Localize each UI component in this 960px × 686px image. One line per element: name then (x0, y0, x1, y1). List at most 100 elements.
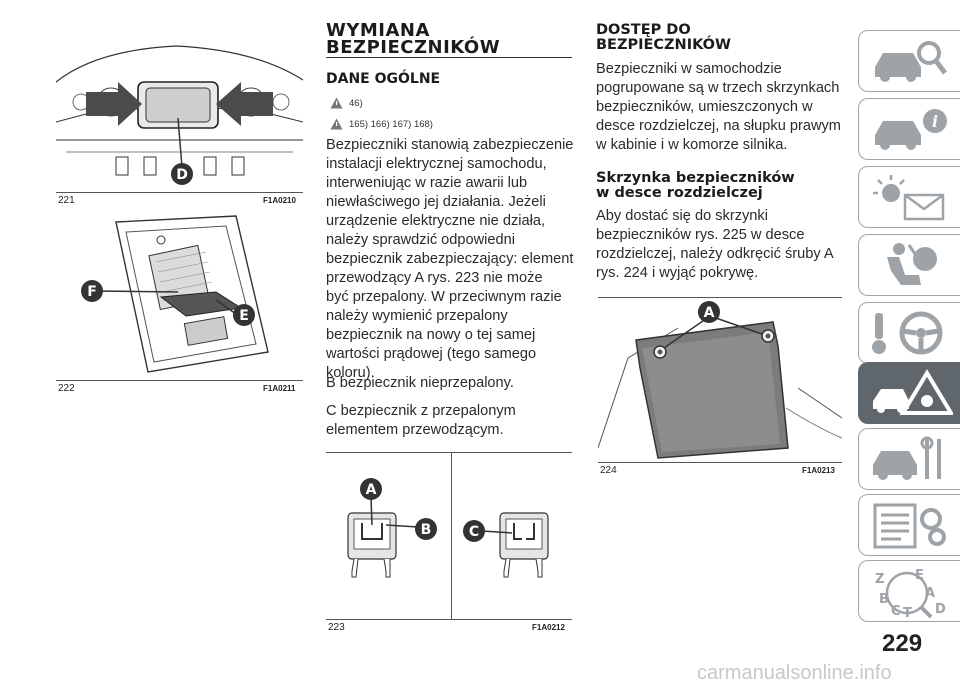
alphabetical-index-icon: Z E A B C T D (875, 568, 946, 621)
subsection-dashboard-title-line1: Skrzynka bezpieczników (596, 170, 795, 186)
tab-airbag-seat[interactable] (858, 234, 960, 296)
text-line: Aby dostać się do skrzynki (596, 208, 768, 224)
text-line: C bezpiecznik z przepalonym (326, 403, 516, 419)
callout-b: B (421, 522, 432, 538)
tab-steering-wheel[interactable] (858, 302, 960, 364)
figure-222-rule (56, 380, 303, 381)
text-line: bezpieczników, umieszczonych w (596, 99, 813, 115)
paragraph-fuse-b: B bezpiecznik nieprzepalony. (326, 375, 514, 391)
figure-221-number: 221 (58, 195, 75, 206)
index-letter: T (903, 606, 912, 621)
tab-car-search[interactable] (858, 30, 960, 92)
car-info-icon: i (875, 109, 947, 150)
paragraph-fuse-info: Bezpieczniki stanowią zabezpieczenie ins… (326, 136, 576, 383)
svg-text:i: i (932, 112, 938, 131)
text-line: rozdzielczej, należy odkręcić śruby A (596, 246, 834, 262)
index-letter: E (915, 568, 924, 583)
text-line: Bezpieczniki stanowią zabezpieczenie (326, 137, 574, 153)
text-line: wartości prądowej (tego samego (326, 346, 537, 362)
tab-car-tools[interactable] (858, 428, 960, 490)
text-line: elementem przewodzącym. (326, 422, 504, 438)
figure-224-rule (598, 462, 842, 463)
tab-breakdown-warning[interactable] (858, 362, 960, 424)
paragraph-fuse-c: C bezpiecznik z przepalonym elementem pr… (326, 402, 576, 440)
fuse-box-trunk-illustration: D (55, 22, 304, 192)
text-line: przewodzący A rys. 223 nie może (326, 270, 543, 286)
figure-222-number: 222 (58, 383, 75, 394)
callout-a: A (704, 305, 715, 321)
index-letter: D (935, 602, 946, 617)
figure-221-code: F1A0210 (263, 196, 296, 205)
text-line: bezpiecznik zabezpieczający: element (326, 251, 574, 267)
text-line: niewłaściwego jej działania. Jeżeli (326, 194, 546, 210)
paragraph-dashboard-access: Aby dostać się do skrzynki bezpieczników… (596, 207, 850, 283)
figure-224-top-rule (598, 297, 842, 298)
fuse-box-open-illustration: F E (81, 215, 269, 373)
warning-ref-row-2: 165) 166) 167) 168) (330, 118, 433, 130)
callout-e: E (239, 308, 249, 324)
figure-222-code: F1A0211 (263, 384, 296, 393)
warning-triangle-icon (330, 118, 343, 130)
section-title-underline (326, 57, 572, 58)
text-line: należy sprawdzić odpowiedni (326, 232, 516, 248)
section-title-line2: BEZPIECZNIKÓW (326, 37, 501, 58)
page-number: 229 (882, 630, 923, 657)
callout-c: C (469, 524, 479, 540)
warning-refs-1: 46) (349, 97, 363, 109)
tab-alphabetical-index[interactable]: Z E A B C T D (858, 560, 960, 622)
figure-223-rule (326, 619, 572, 620)
steering-wheel-icon (872, 311, 943, 355)
text-line: interweniując w razie awarii lub (326, 175, 528, 191)
figure-223: A B C (326, 453, 572, 618)
text-line: koloru). (326, 365, 375, 381)
index-letter: C (891, 604, 901, 619)
figure-223-number: 223 (328, 622, 345, 633)
blade-fuses-illustration: A B C (347, 478, 549, 578)
figure-224-number: 224 (600, 465, 617, 476)
text-line: bezpiecznik na nowy o tej samej (326, 327, 536, 343)
index-letter: B (879, 592, 889, 607)
text-line: urządzenie elektryczne nie działa, (326, 213, 546, 229)
figure-221: D (55, 22, 304, 192)
section-access-title-line1: DOSTĘP DO (596, 22, 691, 38)
text-line: rys. 224 i wyjąć pokrywę. (596, 265, 759, 281)
figure-223-top-rule (326, 452, 572, 453)
warning-lights-icon (873, 175, 945, 221)
car-search-icon (875, 41, 947, 82)
index-letter: A (925, 586, 935, 601)
text-line: w kabinie i w komorze silnika. (596, 137, 788, 153)
text-line: należy wymienić przepalony (326, 308, 508, 324)
figure-224-code: F1A0213 (802, 466, 835, 475)
figure-224: A (597, 298, 843, 462)
figure-221-rule (56, 192, 303, 193)
subtitle-general: DANE OGÓLNE (326, 71, 441, 87)
callout-d: D (176, 167, 188, 183)
text-line: Bezpieczniki w samochodzie (596, 61, 782, 77)
paragraph-fuse-access: Bezpieczniki w samochodzie pogrupowane s… (596, 60, 850, 155)
airbag-seat-icon (887, 243, 937, 285)
tab-car-info[interactable]: i (858, 98, 960, 160)
watermark: carmanualsonline.info (697, 662, 892, 684)
text-line: pogrupowane są w trzech skrzynkach (596, 80, 840, 96)
warning-refs-2: 165) 166) 167) 168) (349, 118, 433, 130)
text-line: bezpieczników rys. 225 w desce (596, 227, 805, 243)
car-tools-icon (873, 436, 941, 480)
warning-triangle-icon (330, 97, 343, 109)
maintenance-list-icon (873, 503, 946, 549)
text-line: desce rozdzielczej, na słupku prawym (596, 118, 841, 134)
callout-a: A (366, 482, 377, 498)
tab-maintenance-list[interactable] (858, 494, 960, 556)
dashboard-fuse-cover-illustration: A (597, 298, 843, 462)
section-access-title-line2: BEZPIECZNIKÓW (596, 37, 731, 53)
figure-223-code: F1A0212 (532, 623, 565, 632)
figure-222: F E (56, 212, 303, 380)
text-line: instalacji elektrycznej samochodu, (326, 156, 547, 172)
subsection-dashboard-title-line2: w desce rozdzielczej (596, 185, 763, 201)
index-letter: Z (875, 572, 884, 587)
breakdown-warning-icon (873, 369, 953, 415)
text-line: być przepalony. W przeciwnym razie (326, 289, 562, 305)
tab-warning-lights[interactable] (858, 166, 960, 228)
section-title-line1: WYMIANA (326, 20, 430, 41)
figure-223-divider (451, 452, 452, 620)
callout-f: F (87, 284, 97, 300)
